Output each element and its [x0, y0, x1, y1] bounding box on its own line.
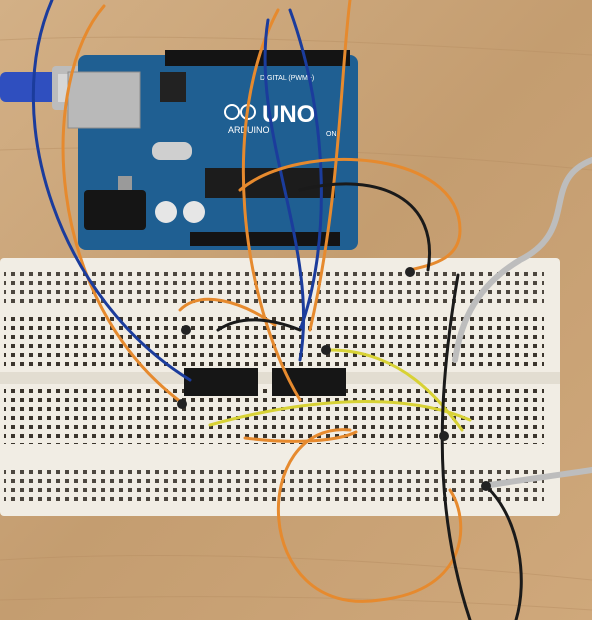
icsp-header	[160, 72, 186, 102]
orange-wire	[243, 430, 358, 443]
blue-wire	[31, 0, 192, 382]
wire-end	[177, 399, 187, 409]
power-header	[190, 232, 340, 246]
orange-wire	[276, 428, 463, 603]
orange-wire	[61, 4, 187, 407]
board-brand-text: ARDUINO	[228, 125, 270, 135]
board-header-text: DIGITAL (PWM~)	[260, 75, 314, 82]
crystal	[152, 142, 192, 160]
black-wire	[216, 318, 302, 332]
blue-wire	[288, 8, 323, 332]
yellow-wire	[328, 348, 464, 432]
orange-wire	[241, 8, 302, 402]
capacitor	[183, 201, 205, 223]
gray-cable	[452, 157, 592, 363]
power-jack	[84, 190, 146, 230]
capacitor	[155, 201, 177, 223]
wire-end	[181, 325, 191, 335]
black-wire	[486, 486, 523, 620]
arduino-board: ARDUINO UNO DIGITAL (PWM~) ON	[67, 50, 358, 250]
wire-end	[439, 431, 449, 441]
wire-end	[405, 267, 415, 277]
orange-wire	[308, 0, 352, 332]
ic-chip-right	[272, 368, 346, 396]
orange-wire	[178, 297, 277, 327]
orange-wire	[238, 157, 462, 272]
board-on-label: ON	[326, 131, 337, 138]
black-wire	[298, 182, 431, 272]
wire-end	[321, 345, 331, 355]
gray-cable	[487, 467, 592, 488]
ic-chip-left	[184, 368, 258, 396]
wire-end	[481, 481, 491, 491]
usb-b-socket	[67, 71, 141, 129]
reset-button	[118, 176, 132, 190]
bottom-power-rail	[4, 468, 544, 504]
black-wire	[440, 273, 472, 620]
arduino-logo	[224, 104, 240, 120]
